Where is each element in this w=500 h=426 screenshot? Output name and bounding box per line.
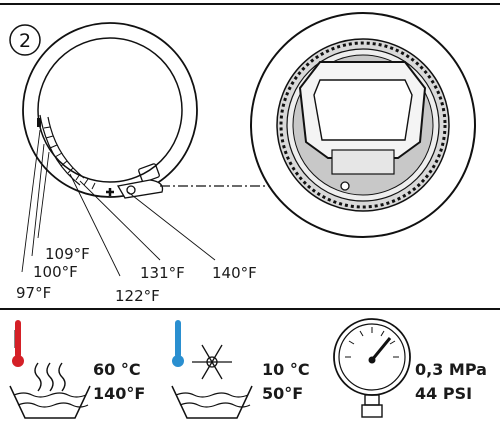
scale-labels: 97°F 100°F 109°F 122°F 131°F 140°F	[16, 245, 257, 305]
label-100f: 100°F	[33, 263, 78, 281]
detail-magnifier	[250, 12, 476, 238]
temperature-dial	[22, 22, 198, 199]
cold-fahrenheit: 50°F	[262, 384, 303, 403]
step-number: 2	[19, 30, 31, 52]
label-140f: 140°F	[212, 264, 257, 282]
cold-celsius: 10 °C	[262, 360, 310, 379]
pressure-mpa: 0,3 MPa	[415, 360, 487, 379]
scale-leader-lines	[21, 129, 216, 277]
hot-fahrenheit: 140°F	[93, 384, 145, 403]
pressure-gauge-icon	[333, 318, 411, 418]
hot-water-icon	[9, 320, 91, 419]
label-122f: 122°F	[115, 287, 160, 305]
label-97f: 97°F	[16, 284, 51, 302]
pressure-psi: 44 PSI	[415, 384, 472, 403]
cold-water-icon	[171, 320, 253, 419]
label-109f: 109°F	[45, 245, 90, 263]
step-badge: 2	[9, 24, 41, 56]
hot-celsius: 60 °C	[93, 360, 141, 379]
label-131f: 131°F	[140, 264, 185, 282]
